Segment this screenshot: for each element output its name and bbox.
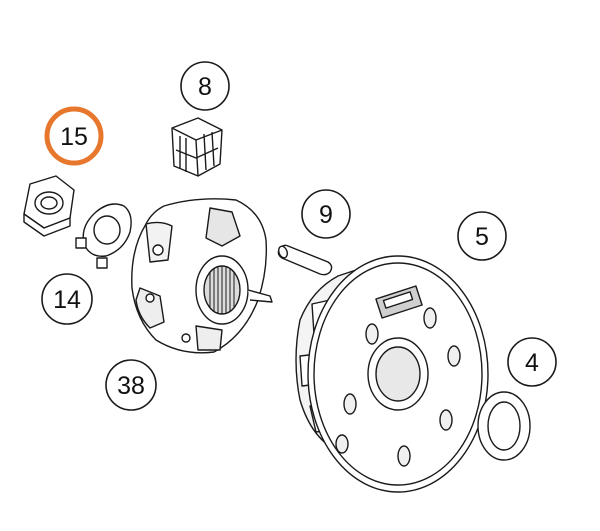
callout-9-label: 9 [319,201,333,229]
callout-4-label: 4 [525,349,539,377]
pin-part [277,244,333,276]
callout-5-ring [457,211,507,261]
spring-block-part [171,117,223,177]
callout-38-ring [105,359,157,411]
callout-14-label: 14 [53,286,81,314]
clutch-basket-part [295,255,489,493]
thrust-washer-part [477,391,531,461]
callout-5-label: 5 [475,223,489,251]
clutch-hub-part [131,198,273,354]
callout-4-ring [507,337,557,387]
lock-washer-part [75,203,132,269]
callout-15-ring [44,106,104,166]
callout-14-ring [41,273,93,325]
callout-15-label: 15 [60,123,88,151]
hex-nut-part [23,175,75,237]
callout-8-label: 8 [198,73,212,101]
callout-9-ring [301,189,351,239]
callout-5: 5 [457,211,507,261]
callout-4: 4 [507,337,557,387]
callout-8: 8 [180,61,230,111]
callout-8-ring [180,61,230,111]
callout-14: 14 [41,273,93,325]
callout-38: 38 [105,359,157,411]
callout-15: 15 [44,106,104,166]
callout-9: 9 [301,189,351,239]
callout-38-label: 38 [117,372,145,400]
